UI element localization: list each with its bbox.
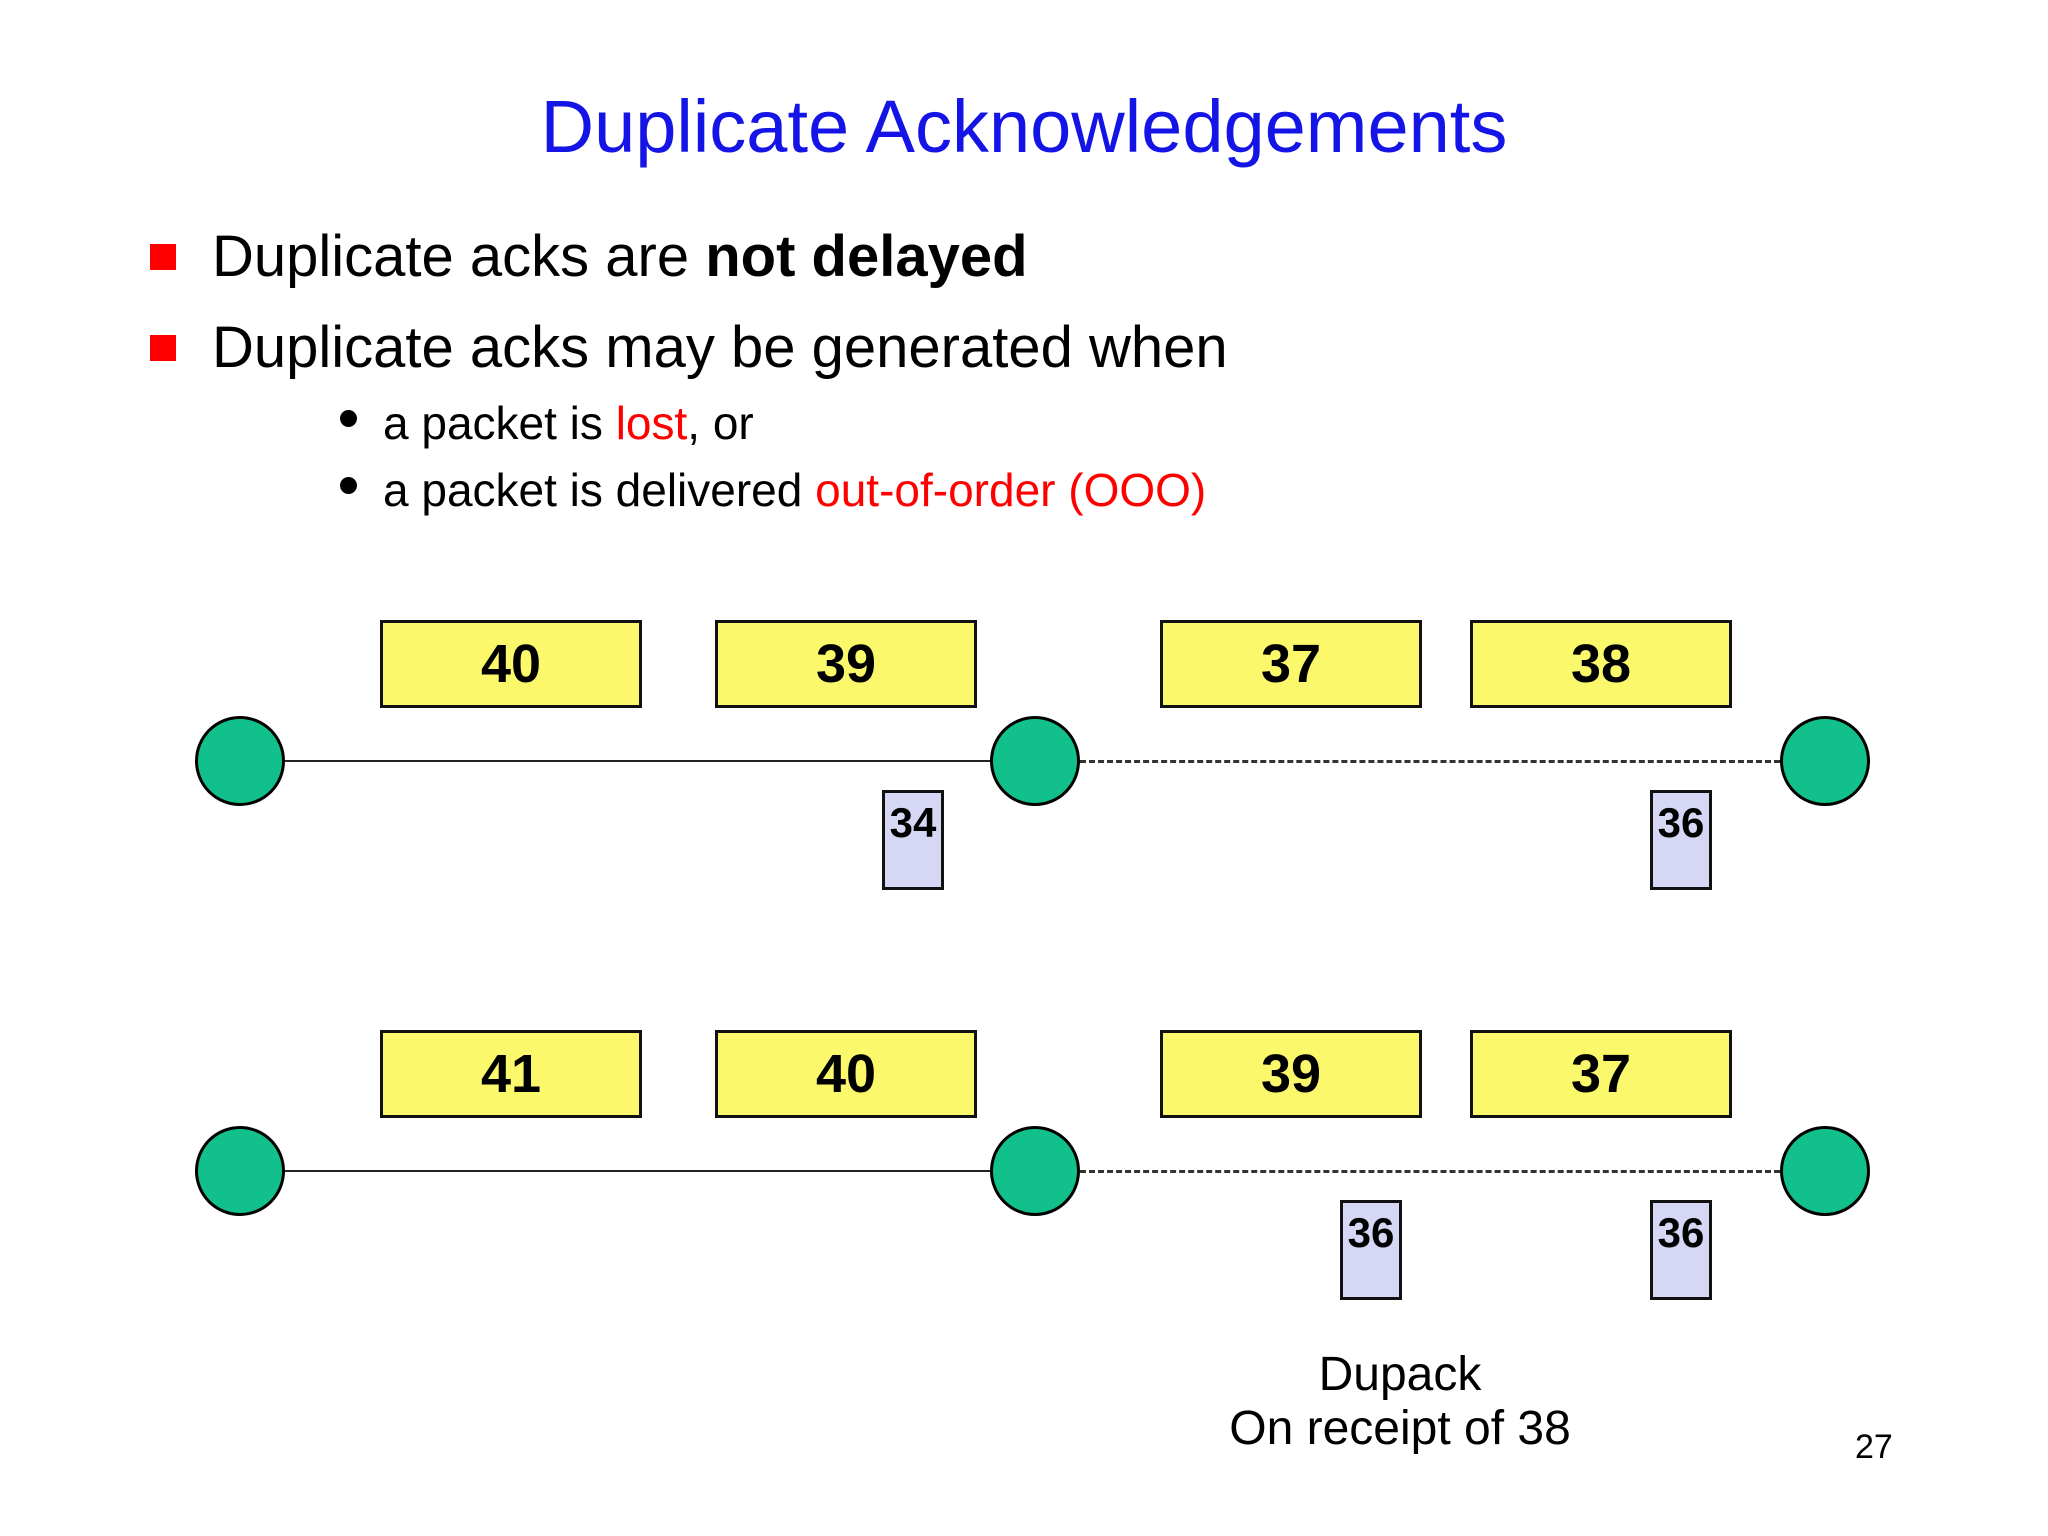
sub-2-prefix: a packet is delivered	[383, 463, 816, 516]
dupack-caption-line-2: On receipt of 38	[1229, 1401, 1571, 1455]
slide-number: 27	[1855, 1428, 1893, 1466]
black-dot-bullet-icon	[340, 476, 357, 494]
packet-box[interactable]: 40	[380, 620, 642, 708]
link-solid-left	[285, 760, 990, 762]
node-receiver[interactable]	[1780, 716, 1870, 806]
node-receiver[interactable]	[1780, 1126, 1870, 1216]
sub-1-suffix: , or	[687, 396, 754, 449]
bullet-item-1-label: Duplicate acks are not delayed	[212, 222, 1028, 293]
sub-bullet-item-1-label: a packet is lost, or	[383, 396, 754, 451]
packet-box[interactable]: 38	[1470, 620, 1732, 708]
sub-bullet-item-2: a packet is delivered out-of-order (OOO)	[340, 463, 1228, 518]
page-title: Duplicate Acknowledgements	[540, 85, 1508, 168]
packet-box[interactable]: 37	[1470, 1030, 1732, 1118]
red-square-bullet-icon	[150, 244, 176, 270]
packet-box[interactable]: 40	[715, 1030, 977, 1118]
link-dashed-right	[1080, 760, 1780, 763]
ack-box[interactable]: 34	[882, 790, 944, 890]
sub-1-highlight: lost	[615, 396, 688, 449]
sub-bullet-list: a packet is lost, or a packet is deliver…	[340, 396, 1228, 518]
ack-box[interactable]: 36	[1650, 1200, 1712, 1300]
ack-box[interactable]: 36	[1650, 790, 1712, 890]
sub-bullet-item-1: a packet is lost, or	[340, 396, 1228, 451]
packet-box[interactable]: 39	[715, 620, 977, 708]
dupack-caption: Dupack On receipt of 38	[1229, 1348, 1571, 1456]
bullet-list: Duplicate acks are not delayed Duplicate…	[150, 222, 1750, 550]
bullet-item-2-label: Duplicate acks may be generated when	[212, 314, 1228, 380]
black-dot-bullet-icon	[340, 409, 357, 427]
node-router[interactable]	[990, 716, 1080, 806]
red-square-bullet-icon	[150, 334, 176, 361]
packet-box[interactable]: 41	[380, 1030, 642, 1118]
link-dashed-right	[1080, 1170, 1780, 1173]
bullet-item-2: Duplicate acks may be generated when a p…	[150, 313, 1750, 530]
packet-box[interactable]: 39	[1160, 1030, 1422, 1118]
node-router[interactable]	[990, 1126, 1080, 1216]
bullet-item-1: Duplicate acks are not delayed	[150, 222, 1750, 293]
bullet-1-prefix: Duplicate acks are	[212, 224, 706, 289]
node-sender[interactable]	[195, 716, 285, 806]
link-solid-left	[285, 1170, 990, 1172]
sub-2-highlight: out-of-order (OOO)	[815, 463, 1207, 516]
packet-box[interactable]: 37	[1160, 620, 1422, 708]
dupack-caption-line-1: Dupack	[1318, 1348, 1482, 1401]
ack-box[interactable]: 36	[1340, 1200, 1402, 1300]
bullet-1-emphasis: not delayed	[705, 224, 1028, 289]
sub-1-prefix: a packet is	[383, 396, 616, 449]
sub-bullet-item-2-label: a packet is delivered out-of-order (OOO)	[383, 463, 1206, 518]
node-sender[interactable]	[195, 1126, 285, 1216]
